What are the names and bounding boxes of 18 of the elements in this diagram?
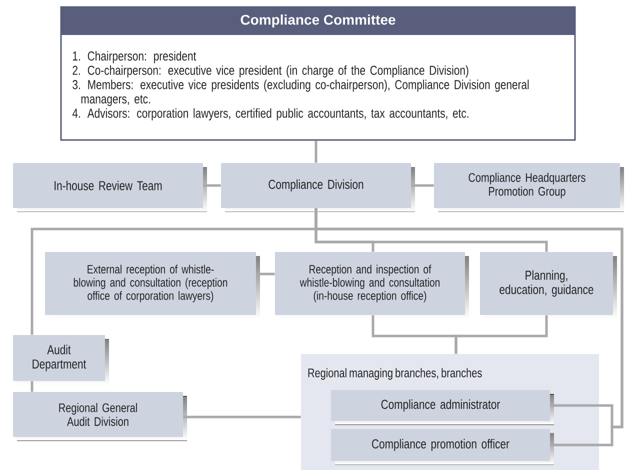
connector-line xyxy=(256,272,275,276)
org-box: Compliance administrator xyxy=(331,390,554,425)
org-box: Audit Department xyxy=(13,335,109,385)
committee-box: Compliance Committee 1. Chairperson: president 2. Co-chairperson: executive vice president (in charge of the Compliance Division) 3. Members: executive vice presidents (excluding co-chairperson), Compliance Division general managers, etc. 4. Advisors: corporation lawyers, certified public accountants, tax accountants, etc. xyxy=(60,6,576,141)
org-box: In-house Review Team xyxy=(13,163,207,212)
connector-line xyxy=(203,184,221,187)
connector-line xyxy=(411,184,434,187)
org-box: Reception and inspection of whistle-blowing and consultation (in-house reception office) xyxy=(275,252,469,319)
connector-line xyxy=(454,315,548,354)
org-box: Compliance Headquarters Promotion Group xyxy=(434,163,624,212)
connector-line xyxy=(314,140,318,163)
org-box: Planning, education, guidance xyxy=(480,252,617,319)
org-box: Compliance promotion officer xyxy=(331,429,554,465)
org-box: Compliance Division xyxy=(221,163,415,212)
org-box: External reception of whistle-blowing and consultation (reception office of corporation lawyers) xyxy=(45,252,260,319)
connector-line xyxy=(30,381,34,392)
org-box: Regional General Audit Division xyxy=(13,392,187,441)
connector-line xyxy=(183,416,301,418)
